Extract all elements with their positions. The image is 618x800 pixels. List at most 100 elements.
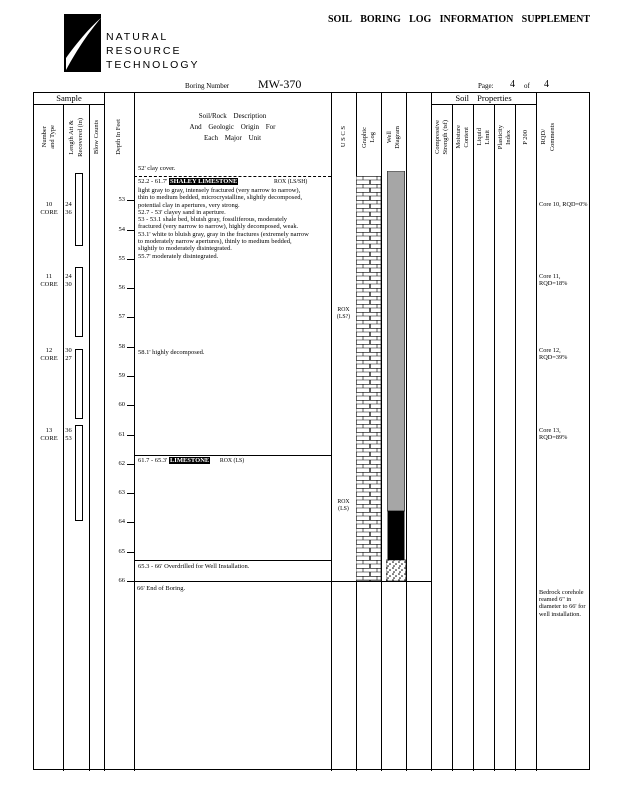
depth-tick-label: 63: [118, 489, 126, 497]
sample-length-att: 30: [65, 347, 72, 354]
graphic-log-limestone-pattern: [356, 176, 381, 581]
well-screen-section: [387, 171, 405, 512]
soil-properties-group-header: Soil Properties: [455, 93, 512, 103]
depth-tick-mark: [127, 229, 134, 231]
end-of-boring-note: 66' End of Boring.: [137, 585, 186, 592]
sample-length-rec: 30: [65, 280, 72, 288]
company-line: RESOURCE: [106, 45, 182, 57]
unit1-heading: 52.2 - 61.7' SHALEY LIMESTONE: [138, 178, 239, 185]
title-word: BORING: [360, 14, 401, 25]
sample-length: 36 53: [62, 427, 75, 442]
column-line: [381, 93, 382, 771]
uscs-note-line: (LS): [338, 505, 349, 512]
sample-length-rec: 27: [65, 354, 72, 362]
col-header-line: And Geologic Origin For: [189, 123, 276, 131]
core-run-bar: [75, 425, 83, 521]
sample-length-rec: 53: [65, 434, 72, 442]
column-line: [536, 93, 537, 771]
unit-boundary-dashed-line: [134, 176, 331, 177]
core-run-bar: [75, 349, 83, 419]
sample-number: 11: [45, 273, 53, 280]
description-paragraph: 53 - 53.1 shale bed, bluish gray, fossil…: [138, 216, 299, 231]
well-diagram: [386, 171, 406, 581]
col-header-line: Each Major Unit: [203, 134, 262, 142]
end-of-boring-line: [134, 581, 431, 582]
depth-tick-label: 54: [118, 225, 126, 233]
unit-boundary-line: [134, 455, 331, 456]
depth-tick-mark: [127, 258, 134, 260]
page-of-label: of: [524, 82, 530, 90]
depth-tick-mark: [127, 580, 134, 582]
depth-tick-mark: [127, 463, 134, 465]
sample-length-att: 24: [65, 273, 72, 280]
depth-tick-mark: [127, 200, 134, 202]
depth-tick-label: 55: [118, 254, 126, 262]
overdrill-note: 65.3 - 66' Overdrilled for Well Installa…: [138, 563, 250, 570]
page-number: 4: [510, 79, 515, 90]
depth-tick-label: 60: [118, 401, 126, 409]
core-comment: Core 12, RQD=39%: [539, 347, 568, 362]
depth-tick-label: 66: [118, 576, 126, 584]
depth-tick-label: 62: [118, 459, 126, 467]
sample-number-type: 12 CORE: [35, 347, 63, 362]
depth-tick-label: 59: [118, 371, 126, 379]
core-run-bar: [75, 173, 83, 246]
boring-number-label: Boring Number: [185, 82, 230, 90]
unit2-heading: 61.7 - 65.3' LIMESTONE ROX (LS): [138, 457, 244, 465]
unit1-rock-name: SHALEY LIMESTONE: [168, 178, 239, 185]
depth-tick-label: 58: [118, 342, 126, 350]
uscs-note-line: ROX: [337, 499, 350, 505]
title-word: LOG: [409, 14, 432, 25]
sample-length-att: 36: [65, 427, 72, 434]
page-total: 4: [544, 79, 549, 90]
unit2-uscs-note: ROX (LS): [219, 458, 245, 464]
unit1-depth-range: 52.2 - 61.7': [138, 178, 168, 185]
page-label: Page:: [478, 82, 494, 90]
column-line: [134, 93, 135, 771]
depth-tick-mark: [127, 551, 134, 553]
depth-tick-mark: [127, 522, 134, 524]
column-line: [515, 104, 516, 771]
column-line: [473, 104, 474, 771]
uscs-note-line: ROX: [337, 307, 350, 313]
sample-length-att: 24: [65, 201, 72, 208]
depth-tick-label: 57: [118, 313, 126, 321]
document-title: SOIL BORING LOG INFORMATION SUPPLEMENT: [328, 14, 590, 25]
depth-tick-label: 65: [118, 547, 126, 555]
core-comment: Core 11, RQD=18%: [539, 273, 568, 288]
column-line: [104, 93, 105, 771]
column-line: [431, 93, 432, 771]
title-word: SOIL: [328, 14, 352, 25]
unit-boundary-line: [134, 560, 331, 561]
column-line: [63, 104, 64, 771]
sample-number-type: 10 CORE: [35, 201, 63, 216]
depth-tick-mark: [127, 346, 134, 348]
unit2-depth-range: 61.7 - 65.3': [138, 457, 168, 464]
company-name: NATURAL RESOURCE TECHNOLOGY: [106, 30, 200, 72]
column-line: [494, 104, 495, 771]
bedrock-comment: Bedrock corehole reamed 6" in diameter t…: [539, 589, 586, 618]
col-header-description: Soil/Rock Description And Geologic Origi…: [134, 111, 331, 144]
sample-number: 12: [45, 347, 53, 354]
title-word: SUPPLEMENT: [521, 14, 590, 25]
clay-cover-note: 52' clay cover.: [138, 165, 176, 172]
sample-group-header: Sample: [56, 93, 82, 103]
sample-type: CORE: [40, 434, 58, 442]
depth-note-58-1: 58.1' highly decomposed.: [138, 349, 205, 356]
depth-tick-mark: [127, 434, 134, 436]
sample-length: 24 30: [62, 273, 75, 288]
core-comment: Core 10, RQD=0%: [539, 201, 588, 208]
depth-tick-mark: [127, 493, 134, 495]
sample-number-type: 13 CORE: [35, 427, 63, 442]
uscs-note-line: (LS?): [336, 313, 351, 320]
sample-length: 30 27: [62, 347, 75, 362]
company-line: NATURAL: [106, 31, 169, 43]
depth-tick-mark: [127, 375, 134, 377]
unit2-rock-name: LIMESTONE: [168, 457, 211, 464]
grid-line: [34, 104, 104, 105]
company-line: TECHNOLOGY: [106, 59, 200, 71]
core-comment: Core 13, RQD=89%: [539, 427, 568, 442]
nrt-logo-graphic: [64, 14, 101, 72]
